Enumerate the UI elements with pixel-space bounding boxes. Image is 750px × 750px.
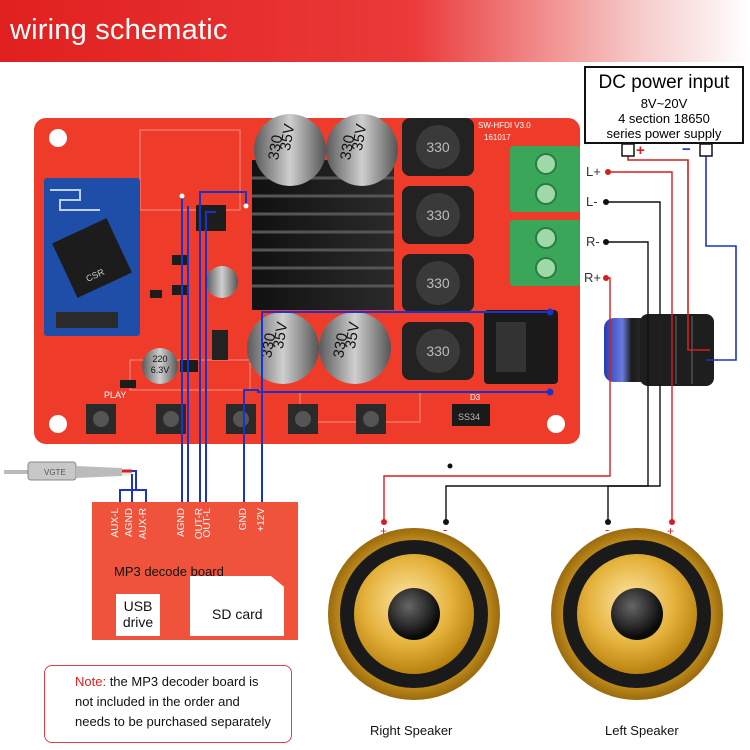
inductor-2: 330	[402, 186, 474, 244]
pin-12v: +12V	[256, 508, 267, 532]
capacitor-small: 220 6.3V	[142, 266, 238, 384]
aux-wires	[119, 470, 147, 504]
left-speaker	[551, 528, 723, 700]
mp3-board-title: MP3 decode board	[114, 564, 224, 579]
dc-power-title: DC power input	[598, 72, 730, 93]
cap-small-value: 220	[152, 354, 167, 364]
inductor-value: 330	[426, 207, 450, 223]
button-next	[226, 404, 256, 434]
inductor-3: 330	[402, 254, 474, 312]
right-speaker	[328, 528, 500, 700]
inductor-value: 330	[426, 343, 450, 359]
board-buttons	[86, 404, 386, 434]
power-minus-terminal	[699, 143, 713, 157]
right-speaker-minus: -	[443, 522, 448, 537]
page-title: wiring schematic	[10, 14, 228, 46]
terminal-dots	[381, 169, 675, 525]
terminal-label-l-minus: L-	[586, 194, 598, 209]
cap-small-voltage: 6.3V	[151, 365, 170, 375]
play-label: PLAY	[104, 390, 126, 400]
aux-cable-plug: VGTE	[4, 461, 132, 481]
mount-hole	[49, 129, 67, 147]
diode-ref: D3	[470, 393, 481, 402]
cap-voltage: 35V	[277, 123, 298, 152]
inductor-1: 330	[402, 118, 474, 176]
cap-value: 330	[258, 332, 279, 360]
usb-label: USB	[123, 598, 153, 614]
cap-value: 330	[265, 134, 286, 162]
sd-card-label: SD card	[212, 606, 263, 622]
cap-value: 330	[337, 134, 358, 162]
terminal-block-right	[510, 220, 580, 286]
dc-power-battery: 4 section 18650	[618, 111, 710, 126]
cap-voltage: 35V	[270, 321, 291, 350]
dc-power-input-box: DC power input 8V~20V 4 section 18650 se…	[584, 66, 744, 144]
button-vol-down	[288, 404, 318, 434]
note-box: Note: the MP3 decoder board is not inclu…	[44, 665, 292, 743]
antenna-trace	[50, 189, 100, 211]
mp3-decode-board: AUX-L AGND AUX-R AGND OUT-R OUT-L GND +1…	[92, 502, 298, 640]
terminal-label-r-minus: R-	[586, 234, 600, 249]
title-banner: wiring schematic	[0, 0, 750, 62]
mount-hole	[49, 415, 67, 433]
right-speaker-label: Right Speaker	[370, 723, 453, 738]
left-speaker-plus: +	[667, 524, 675, 538]
diode	[452, 404, 490, 426]
usb-drive-label: drive	[122, 614, 154, 630]
pin-gnd: GND	[238, 508, 249, 531]
left-speaker-label: Left Speaker	[605, 723, 679, 738]
diode-label: SS34	[458, 412, 480, 422]
sd-card-slot: SD card	[190, 576, 284, 636]
power-plus-terminal	[621, 143, 635, 157]
pcb-version-label: SW-HFDI V3.0	[478, 121, 531, 130]
inductor-value: 330	[426, 139, 450, 155]
cap-value: 330	[330, 332, 351, 360]
connection-dot	[546, 388, 554, 396]
pcb-date-label: 161017	[484, 133, 511, 142]
dc-power-voltage: 8V~20V	[640, 96, 688, 111]
pin-aux-r: AUX-R	[138, 508, 149, 540]
pin-aux-l: AUX-L	[110, 508, 121, 538]
aux-plug-label: VGTE	[44, 468, 66, 477]
capacitor-bottom-left: 330 35V	[247, 312, 319, 384]
terminal-label-r-plus: R+	[584, 270, 601, 285]
cap-voltage: 35V	[349, 123, 370, 152]
dc-jack-socket	[484, 310, 558, 384]
connection-dot	[179, 193, 185, 199]
cap-voltage: 35V	[342, 321, 363, 350]
power-plus-label: +	[636, 142, 645, 159]
pin-agnd: AGND	[124, 508, 135, 537]
terminal-block-left	[510, 146, 580, 212]
capacitor-top-left: 330 35V	[254, 114, 326, 186]
terminal-label-l-plus: L+	[586, 164, 601, 179]
bluetooth-module: CSR	[44, 178, 140, 336]
inductor-4: 330	[402, 322, 474, 380]
usb-drive-slot: USB drive	[116, 594, 160, 636]
connection-dot	[243, 203, 249, 209]
inductor-value: 330	[426, 275, 450, 291]
note-line-3: needs to be purchased separately	[75, 714, 271, 729]
note-line-1: the MP3 decoder board is	[106, 674, 259, 689]
capacitor-top-right: 330 35V	[326, 114, 398, 186]
left-speaker-minus: -	[605, 522, 610, 537]
button-vol-up	[356, 404, 386, 434]
pin-agnd-2: AGND	[176, 508, 187, 537]
button-play	[86, 404, 116, 434]
mount-hole	[547, 415, 565, 433]
pin-out-l: OUT-L	[202, 508, 213, 538]
note-key: Note:	[75, 674, 107, 689]
right-speaker-plus: +	[380, 524, 388, 538]
power-minus-label: −	[682, 141, 691, 158]
bluetooth-chip	[52, 218, 132, 298]
note-line-2: not included in the order and	[75, 694, 240, 709]
connection-dot	[546, 308, 554, 316]
dc-power-series: series power supply	[606, 126, 722, 141]
capacitor-bottom-right: 330 35V	[319, 312, 391, 384]
